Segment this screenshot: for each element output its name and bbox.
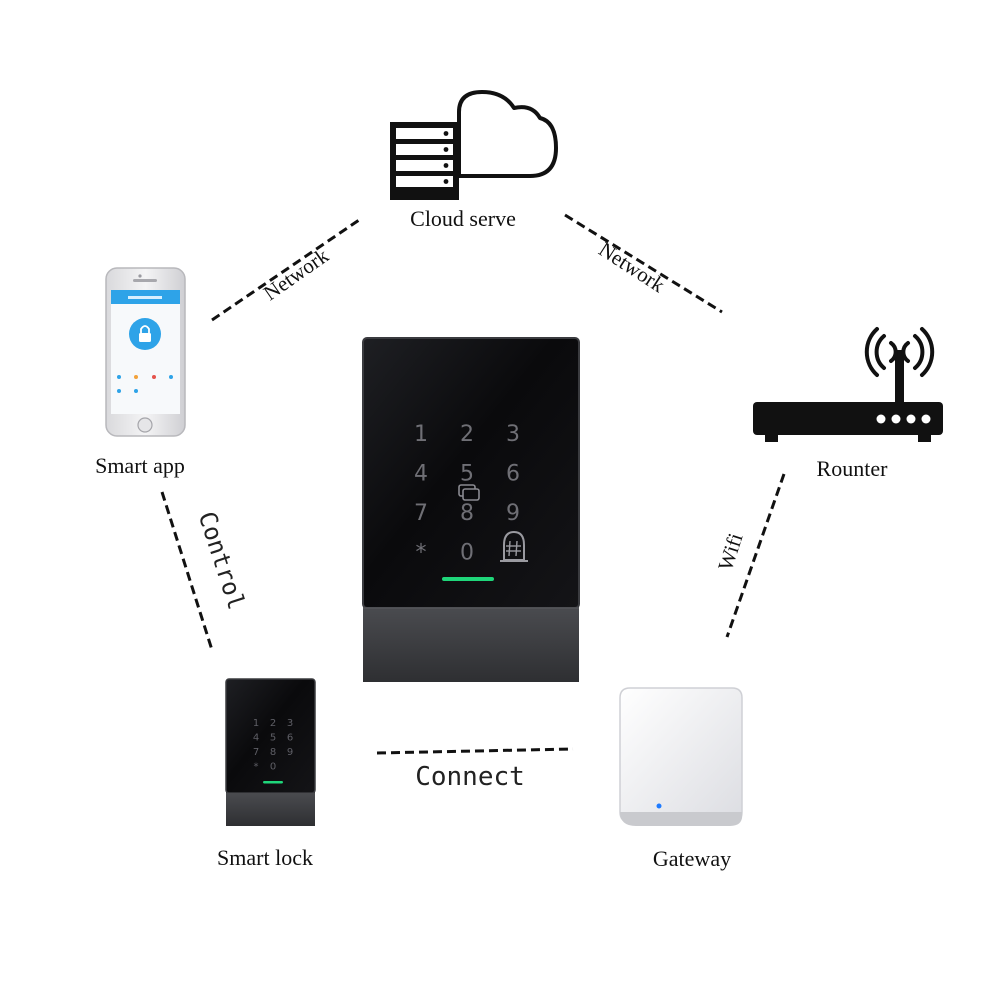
keypad-key-0[interactable]: 0 — [270, 762, 276, 773]
link-label-app-cloud: Network — [259, 243, 333, 305]
keypad-key-5[interactable]: 5 — [460, 462, 474, 487]
server-rack-icon — [390, 122, 459, 200]
gateway-icon — [619, 687, 743, 826]
link-app-cloud — [211, 216, 363, 322]
gateway-status-led — [656, 803, 662, 809]
keypad-key-1[interactable]: 1 — [414, 422, 428, 447]
link-label-app-lock: Control — [193, 508, 251, 613]
keypad-key-7[interactable]: 7 — [253, 747, 259, 758]
center-keypad-device: 1 2 3 4 5 6 7 8 9 * 0 — [362, 337, 580, 682]
status-indicator-bar — [442, 577, 494, 581]
smart-app-label: Smart app — [95, 453, 185, 478]
keypad-key-1[interactable]: 1 — [253, 718, 259, 729]
keypad-key-6[interactable]: 6 — [506, 462, 520, 487]
phone-home-button — [137, 417, 153, 433]
lock-status-indicator — [263, 781, 283, 784]
keypad-key-2[interactable]: 2 — [460, 422, 474, 447]
smartphone-icon — [105, 267, 186, 437]
keypad-key-0[interactable]: 0 — [460, 541, 474, 566]
link-cloud-router — [564, 213, 723, 314]
device-base — [363, 608, 579, 682]
link-label-cloud-router: Network — [594, 237, 669, 297]
link-lock-gateway — [376, 747, 574, 755]
cloud-label: Cloud serve — [410, 206, 516, 231]
keypad-key-2[interactable]: 2 — [270, 718, 276, 729]
keypad-key-9[interactable]: 9 — [506, 501, 520, 526]
link-router-gateway — [725, 473, 786, 638]
keypad-key-8[interactable]: 8 — [270, 747, 276, 758]
keypad-key-8[interactable]: 8 — [460, 501, 474, 526]
wifi-signal-icon — [864, 327, 935, 377]
keypad-key-4[interactable]: 4 — [253, 733, 259, 744]
keypad-key-star[interactable]: * — [254, 762, 259, 773]
link-label-router-gateway: Wifi — [713, 530, 748, 573]
keypad-key-star[interactable]: * — [416, 541, 427, 566]
smart-lock-label: Smart lock — [217, 845, 313, 870]
center-keypad: 1 2 3 4 5 6 7 8 9 * 0 — [414, 422, 520, 566]
gateway-label: Gateway — [653, 846, 731, 871]
router-icon — [753, 327, 943, 442]
card-reader-icon — [458, 484, 480, 501]
keypad-key-3[interactable]: 3 — [506, 422, 520, 447]
keypad-key-3[interactable]: 3 — [287, 718, 293, 729]
keypad-key-7[interactable]: 7 — [414, 501, 428, 526]
router-label: Rounter — [817, 456, 889, 481]
keypad-key-5[interactable]: 5 — [270, 733, 276, 744]
keypad-key-4[interactable]: 4 — [414, 462, 428, 487]
keypad-key-6[interactable]: 6 — [287, 733, 293, 744]
keypad-key-9[interactable]: 9 — [287, 747, 293, 758]
cloud-server-icon — [390, 90, 558, 200]
doorbell-icon — [500, 530, 528, 562]
link-label-lock-gateway: Connect — [415, 762, 525, 792]
